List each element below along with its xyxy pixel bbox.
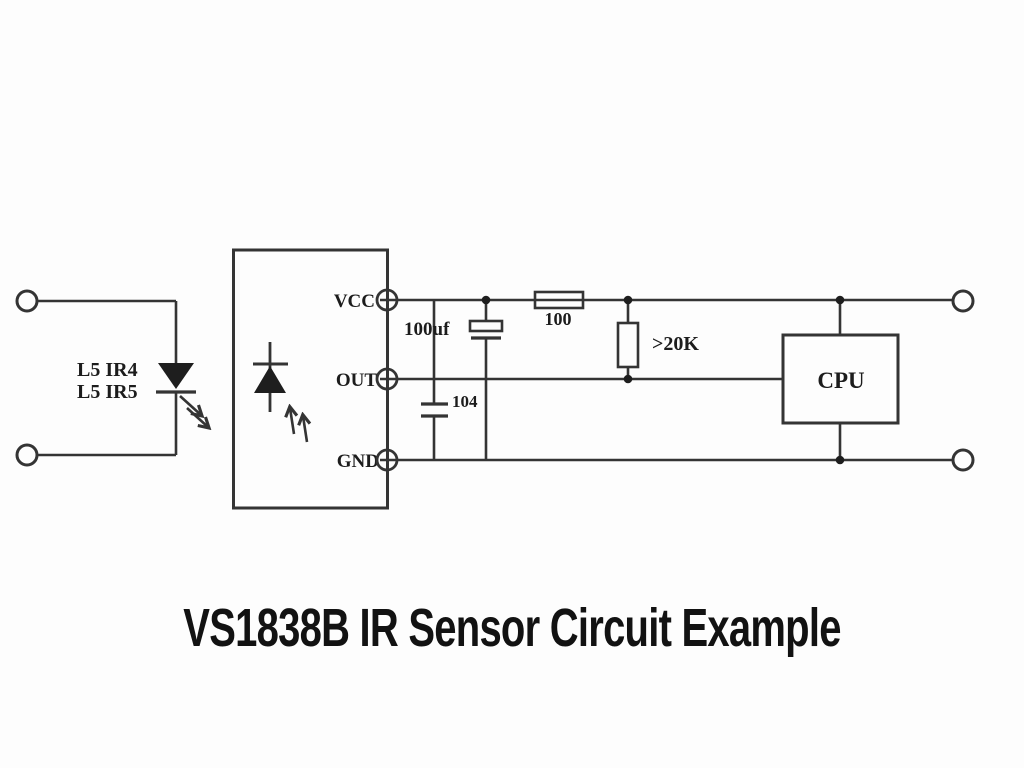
resistor-100-body <box>533 290 585 310</box>
pin-circle-vcc <box>375 288 399 312</box>
junction-dot <box>623 295 633 305</box>
resistor-series-value: 100 <box>545 309 572 329</box>
pin-label-gnd: GND <box>337 451 379 472</box>
junction-dot <box>481 295 491 305</box>
junction-dot <box>835 295 845 305</box>
emitter-label-line1: L5 IR4 <box>77 359 138 381</box>
pin-label-vcc: VCC <box>334 291 375 312</box>
pin-circle-gnd <box>375 448 399 472</box>
ir-emit-arrow-2 <box>186 407 208 427</box>
resistor-20k-body <box>616 321 640 369</box>
terminal-right-bottom <box>951 448 975 472</box>
pin-label-out: OUT <box>336 370 378 391</box>
diagram-title: VS1838B IR Sensor Circuit Example <box>183 598 841 658</box>
cap100uf-plate-pos <box>468 319 504 333</box>
resistor-pullup-value: >20K <box>652 333 699 355</box>
photodiode-triangle <box>254 366 286 393</box>
pin-circle-out <box>375 367 399 391</box>
ir-led-triangle <box>158 363 194 389</box>
junction-dot <box>835 455 845 465</box>
ir-emit-arrow-1 <box>179 395 201 415</box>
ir-receive-arrow-2 <box>303 416 307 443</box>
cap-ceramic-value: 104 <box>452 392 478 411</box>
cap-electrolytic-value: 100uf <box>404 319 450 340</box>
ir-receive-arrow-1 <box>290 408 294 435</box>
emitter-label-line2: L5 IR5 <box>77 381 138 403</box>
junction-dot <box>623 374 633 384</box>
terminal-left-bottom <box>15 443 39 467</box>
terminal-right-top <box>951 289 975 313</box>
terminal-left-top <box>15 289 39 313</box>
cpu-label: CPU <box>817 368 865 393</box>
